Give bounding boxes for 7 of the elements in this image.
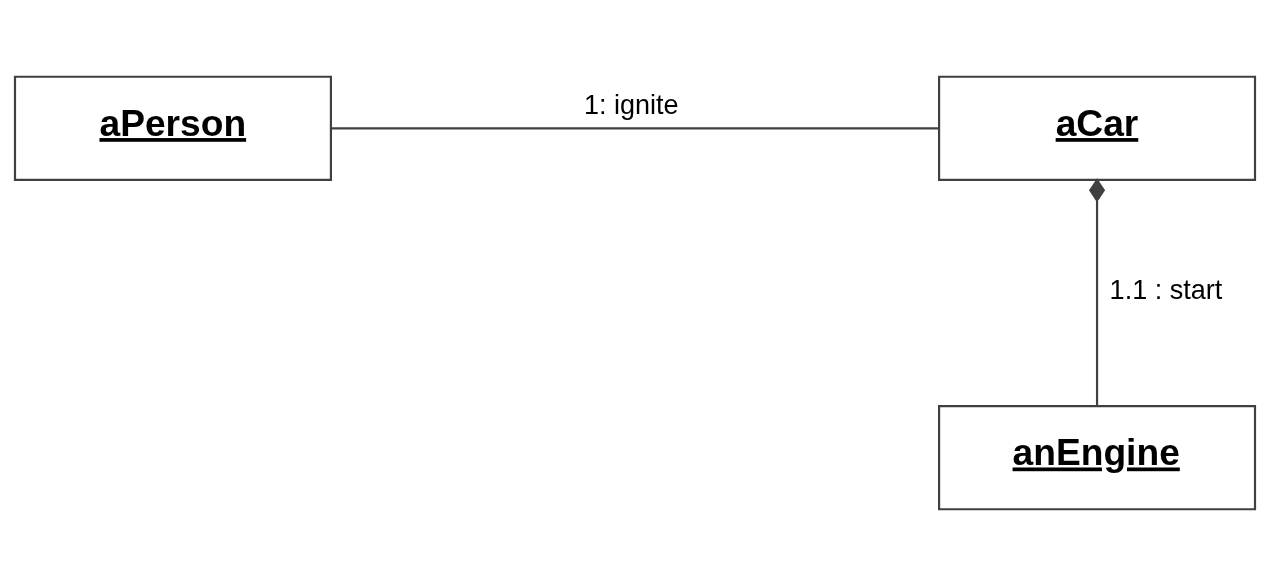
node-box: aPerson xyxy=(13,75,332,181)
connector xyxy=(1088,178,1106,406)
node-box: aCar xyxy=(938,75,1257,181)
node-box: anEngine xyxy=(938,405,1257,511)
edge-label: 1.1 : start xyxy=(1109,275,1223,306)
connector xyxy=(331,127,939,130)
edge-label: 1: ignite xyxy=(583,90,679,121)
